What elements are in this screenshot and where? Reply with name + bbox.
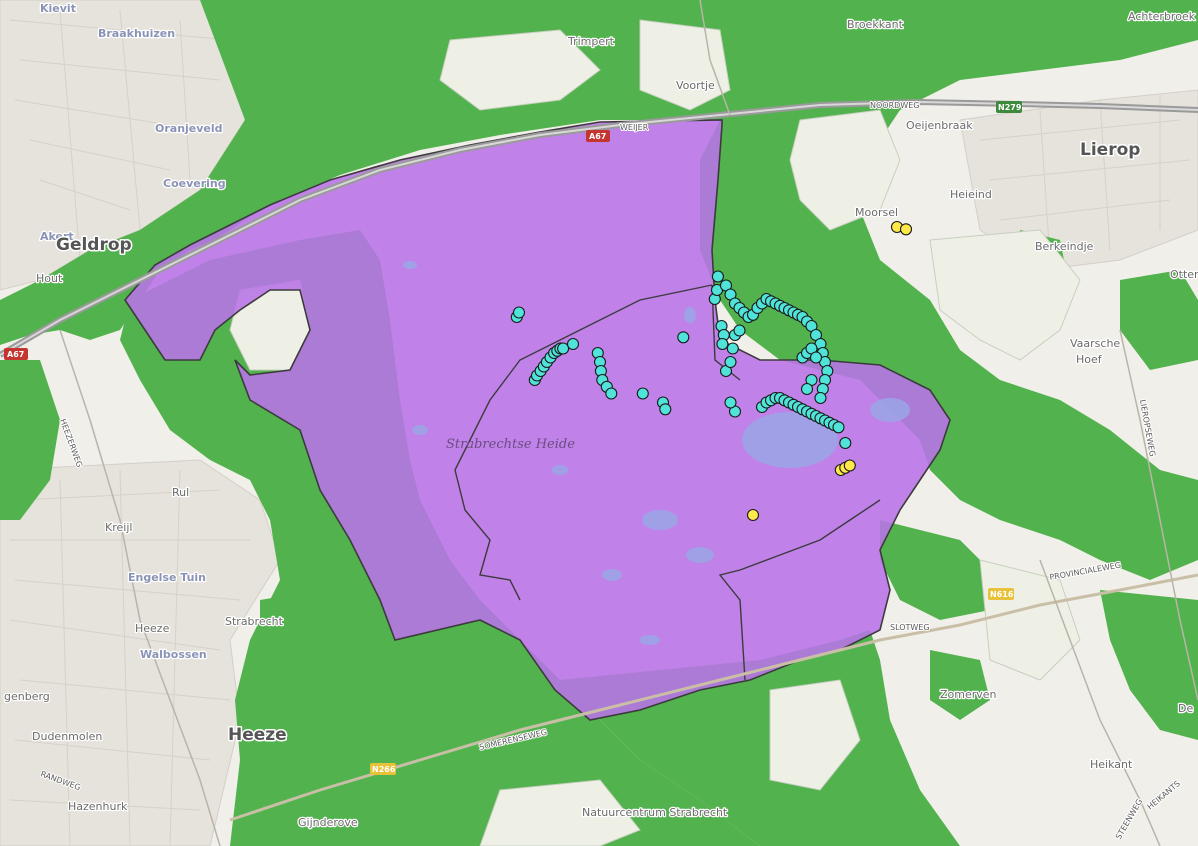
observation-point-cyan[interactable] <box>566 337 580 351</box>
place-label-zomerven: Zomerven <box>940 688 997 701</box>
study-area-border-inner <box>454 284 881 681</box>
shield-a67-east <box>586 130 610 142</box>
place-labels: Braakhuizen Oranjeveld Coevering Akert G… <box>3 1 1198 831</box>
place-label-broekkant: Broekkant <box>847 18 904 31</box>
place-label-genberg: genberg <box>4 690 50 703</box>
place-label-berkeindje: Berkeindje <box>1035 240 1094 253</box>
road-local <box>59 0 1198 846</box>
observation-point-cyan[interactable] <box>512 306 526 319</box>
place-label-heieind: Heieind <box>950 188 992 201</box>
place-label-engelse-tuin: Engelse Tuin <box>128 571 206 584</box>
place-label-otter: Otter <box>1170 268 1198 281</box>
place-label-coevering: Coevering <box>163 177 226 190</box>
place-label-kievit: Kievit <box>40 2 76 15</box>
area-label-strabrechtse-heide: Strabrechtse Heide <box>446 437 575 452</box>
place-label-voortje: Voortje <box>676 79 715 92</box>
place-label-oranjeveld: Oranjeveld <box>155 122 223 135</box>
road-shields: A67 A67 N279 N616 N266 <box>4 101 1022 775</box>
place-label-gijnderove: Gijnderove <box>298 816 358 829</box>
water-bodies <box>403 261 910 645</box>
study-area-border-outer <box>123 119 951 721</box>
study-area-polygon <box>125 120 950 720</box>
road-label-weijer: WEIJER <box>620 123 649 132</box>
shield-n279 <box>996 101 1022 113</box>
shield-n616 <box>988 588 1014 600</box>
shield-a67-east-text: A67 <box>589 132 606 141</box>
road-label-noordweg: NOORDWEG <box>870 101 919 110</box>
place-label-natuurcentrum: Natuurcentrum Strabrecht <box>582 806 728 819</box>
observation-point-yellow[interactable] <box>899 223 913 236</box>
place-label-heeze-small: Heeze <box>135 622 170 635</box>
road-label-slotweg: SLOTWEG <box>890 623 930 632</box>
observation-point-cyan[interactable] <box>800 382 814 396</box>
place-label-hazenhurk: Hazenhurk <box>68 800 128 813</box>
place-label-de: De <box>1178 702 1193 715</box>
observation-point-cyan[interactable] <box>716 337 729 351</box>
place-label-lierop: Lierop <box>1080 140 1140 160</box>
place-label-geldrop: Geldrop <box>56 235 132 255</box>
observation-point-cyan[interactable] <box>839 436 852 450</box>
place-label-moorsel: Moorsel <box>855 206 898 219</box>
place-label-walbossen: Walbossen <box>140 648 207 661</box>
place-label-hoef: Hoef <box>1076 353 1103 366</box>
shield-n616-text: N616 <box>990 590 1014 599</box>
observation-point-cyan[interactable] <box>659 403 672 416</box>
observation-point-cyan[interactable] <box>726 342 739 355</box>
place-label-strabrecht: Strabrecht <box>225 615 284 628</box>
observation-point-cyan[interactable] <box>605 387 618 400</box>
observation-point-cyan[interactable] <box>724 355 737 369</box>
observation-point-cyan[interactable] <box>809 351 823 364</box>
observation-points-cyan <box>510 270 852 450</box>
place-label-kreijl: Kreijl <box>105 521 132 534</box>
place-label-trimpert: Trimpert <box>567 35 615 48</box>
urban-street-grid <box>9 9 1191 846</box>
place-label-rul: Rul <box>172 486 189 499</box>
observation-point-yellow[interactable] <box>746 508 760 522</box>
place-label-dudenmolen: Dudenmolen <box>32 730 102 743</box>
shield-a67-west <box>4 348 28 360</box>
observation-point-cyan[interactable] <box>724 396 737 409</box>
place-label-vaarsche: Vaarsche <box>1070 337 1120 350</box>
place-label-hout: Hout <box>36 272 63 285</box>
observation-point-cyan[interactable] <box>557 342 570 355</box>
place-label-oeijenbraak: Oeijenbraak <box>906 119 973 132</box>
shield-n279-text: N279 <box>998 103 1022 112</box>
observation-point-cyan[interactable] <box>832 421 845 434</box>
place-label-akert: Akert <box>40 230 74 243</box>
place-label-achterbroek: Achterbroek <box>1128 10 1196 23</box>
shield-n266 <box>370 763 396 775</box>
observation-point-cyan[interactable] <box>636 387 649 400</box>
road-somerenseweg <box>229 573 1198 822</box>
place-label-braakhuizen: Braakhuizen <box>98 27 175 40</box>
place-label-heikant: Heikant <box>1090 758 1133 771</box>
observation-point-cyan[interactable] <box>814 391 827 405</box>
study-area: Strabrechtse Heide <box>123 119 951 721</box>
observation-point-cyan[interactable] <box>733 324 746 337</box>
place-label-heeze: Heeze <box>228 725 287 745</box>
shield-n266-text: N266 <box>372 765 396 774</box>
observation-points-yellow <box>746 220 913 522</box>
shield-a67-west-text: A67 <box>7 350 24 359</box>
observation-point-yellow[interactable] <box>843 459 856 472</box>
observation-point-cyan[interactable] <box>711 270 724 283</box>
observation-point-cyan[interactable] <box>677 331 690 344</box>
